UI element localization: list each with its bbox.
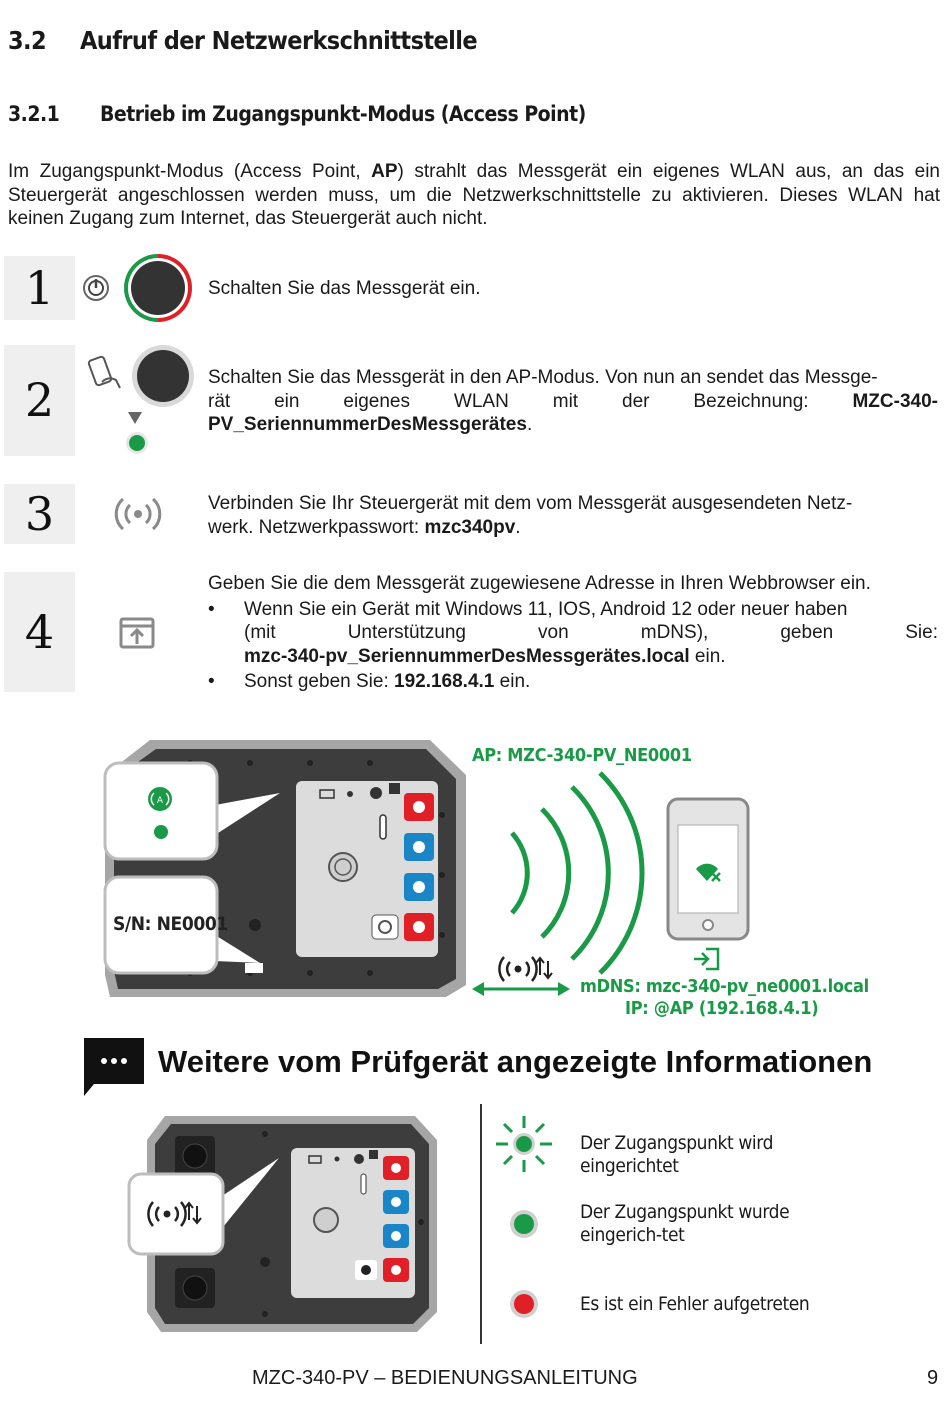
step-4-bullet-2: Sonst geben Sie: 192.168.4.1 ein. (208, 670, 938, 694)
legend-text-2: Der Zugangspunkt wurde eingerich-tet (580, 1201, 790, 1246)
step-4-line-1: Geben Sie die dem Messgerät zugewiesene … (208, 573, 871, 594)
step-2-bold: MZC-340- (852, 390, 938, 412)
section-number: 3.2 (8, 26, 47, 55)
vertical-divider (480, 1104, 482, 1344)
step-3-password: mzc340pv (424, 516, 516, 538)
step-2-ssid: PV_SeriennummerDesMessgerätes (208, 414, 527, 435)
red-led-icon (510, 1290, 538, 1318)
step-3-line-2: werk. Netzwerkpasswort: mzc340pv. (208, 516, 938, 540)
device-front-illustration (127, 1116, 437, 1332)
subsection-title: Betrieb im Zugangspunkt-Modus (Access Po… (100, 102, 586, 126)
blinking-green-led-icon (496, 1116, 552, 1172)
power-button-icon (83, 254, 192, 322)
svg-text:A: A (157, 796, 164, 806)
step-1-box: 1 (4, 256, 75, 320)
login-icon (694, 947, 720, 971)
step-3-text: Verbinden Sie Ihr Steuergerät mit dem vo… (208, 492, 938, 539)
page-number: 9 (927, 1367, 939, 1389)
info-title: Weitere vom Prüfgerät angezeigte Informa… (158, 1044, 873, 1079)
access-point-diagram: A (103, 740, 750, 997)
green-led-icon (510, 1210, 538, 1238)
legend-text-1: Der Zugangspunkt wird eingerichtet (580, 1132, 774, 1177)
legend-text-3: Es ist ein Fehler aufgetreten (580, 1293, 810, 1315)
step-2-text: Schalten Sie das Messgerät in den AP-Mod… (208, 366, 938, 437)
step-2-line-3: PV_SeriennummerDesMessgerätes. (208, 413, 938, 437)
open-browser-icon (119, 617, 155, 649)
serial-callout (103, 875, 219, 975)
step-number: 2 (24, 373, 55, 427)
wifi-signal-icon (114, 497, 162, 531)
ap-mode-button-icon (87, 345, 194, 454)
bullet-2-plain: Sonst geben Sie: (244, 671, 394, 692)
step-2-line-2: rät ein eigenes WLAN mit der Bezeichnung… (208, 390, 938, 414)
led-callout (103, 761, 219, 861)
step-number: 1 (24, 261, 55, 315)
step-1-text: Schalten Sie das Messgerät ein. (208, 278, 481, 299)
step-4-bullet-list: Wenn Sie ein Gerät mit Windows 11, IOS, … (208, 598, 938, 694)
step-number: 4 (24, 605, 55, 659)
step-2-box: 2 (4, 345, 75, 456)
ip-address: 192.168.4.1 (394, 671, 495, 692)
intro-paragraph: Im Zugangspunkt-Modus (Access Point, AP)… (8, 160, 940, 231)
connection-arrow-icon (472, 956, 570, 996)
step-4-bullet-1: Wenn Sie ein Gerät mit Windows 11, IOS, … (208, 598, 938, 669)
section-heading: 3.2 Aufruf der Netzwerkschnittstelle (8, 26, 478, 55)
intro-text-1: Im Zugangspunkt-Modus (Access Point, (8, 161, 372, 182)
step-3-end: . (515, 516, 521, 538)
bullet-1-line-3: mzc-340-pv_SeriennummerDesMessgerätes.lo… (244, 645, 938, 669)
intro-text-2: ) strahlt das Messgerät ein eigenes WLAN… (8, 161, 940, 229)
ap-mode-icon (147, 1201, 202, 1227)
step-4-box: 4 (4, 572, 75, 692)
step-2-plain: rät ein eigenes WLAN mit der Bezeichnung… (208, 390, 853, 412)
mdns-address: mzc-340-pv_SeriennummerDesMessgerätes.lo… (244, 645, 690, 667)
step-3-line-1: Verbinden Sie Ihr Steuergerät mit dem vo… (208, 493, 853, 514)
serial-number-label: S/N: NE0001 (113, 913, 228, 935)
smartphone-icon (666, 797, 750, 941)
step-number: 3 (24, 487, 55, 541)
bullet-1-line-2: (mit Unterstützung von mDNS), geben Sie: (244, 622, 938, 643)
intro-bold: AP (371, 161, 398, 182)
footer-title: MZC-340-PV – BEDIENUNGSANLEITUNG (252, 1367, 638, 1389)
subsection-number: 3.2.1 (8, 102, 60, 126)
bullet-2-end: ein. (494, 671, 531, 692)
step-2-end: . (526, 414, 533, 435)
step-3-plain: werk. Netzwerkpasswort: (208, 516, 425, 538)
mdns-label: mDNS: mzc-340-pv_ne0001.local (580, 976, 869, 997)
step-4-text: Geben Sie die dem Messgerät zugewiesene … (208, 572, 938, 696)
ip-label: IP: @AP (192.168.4.1) (625, 998, 819, 1019)
subsection-heading: 3.2.1 Betrieb im Zugangspunkt-Modus (Acce… (8, 102, 586, 126)
bullet-1-line-1: Wenn Sie ein Gerät mit Windows 11, IOS, … (244, 598, 848, 620)
bullet-1-end: ein. (689, 645, 726, 667)
wifi-waves-icon (510, 771, 645, 975)
step-3-box: 3 (4, 484, 75, 544)
section-title: Aufruf der Netzwerkschnittstelle (80, 26, 478, 55)
message-icon (84, 1038, 144, 1096)
step-2-line-1: Schalten Sie das Messgerät in den AP-Mod… (208, 367, 878, 388)
ap-ssid-label: AP: MZC-340-PV_NE0001 (472, 745, 692, 766)
